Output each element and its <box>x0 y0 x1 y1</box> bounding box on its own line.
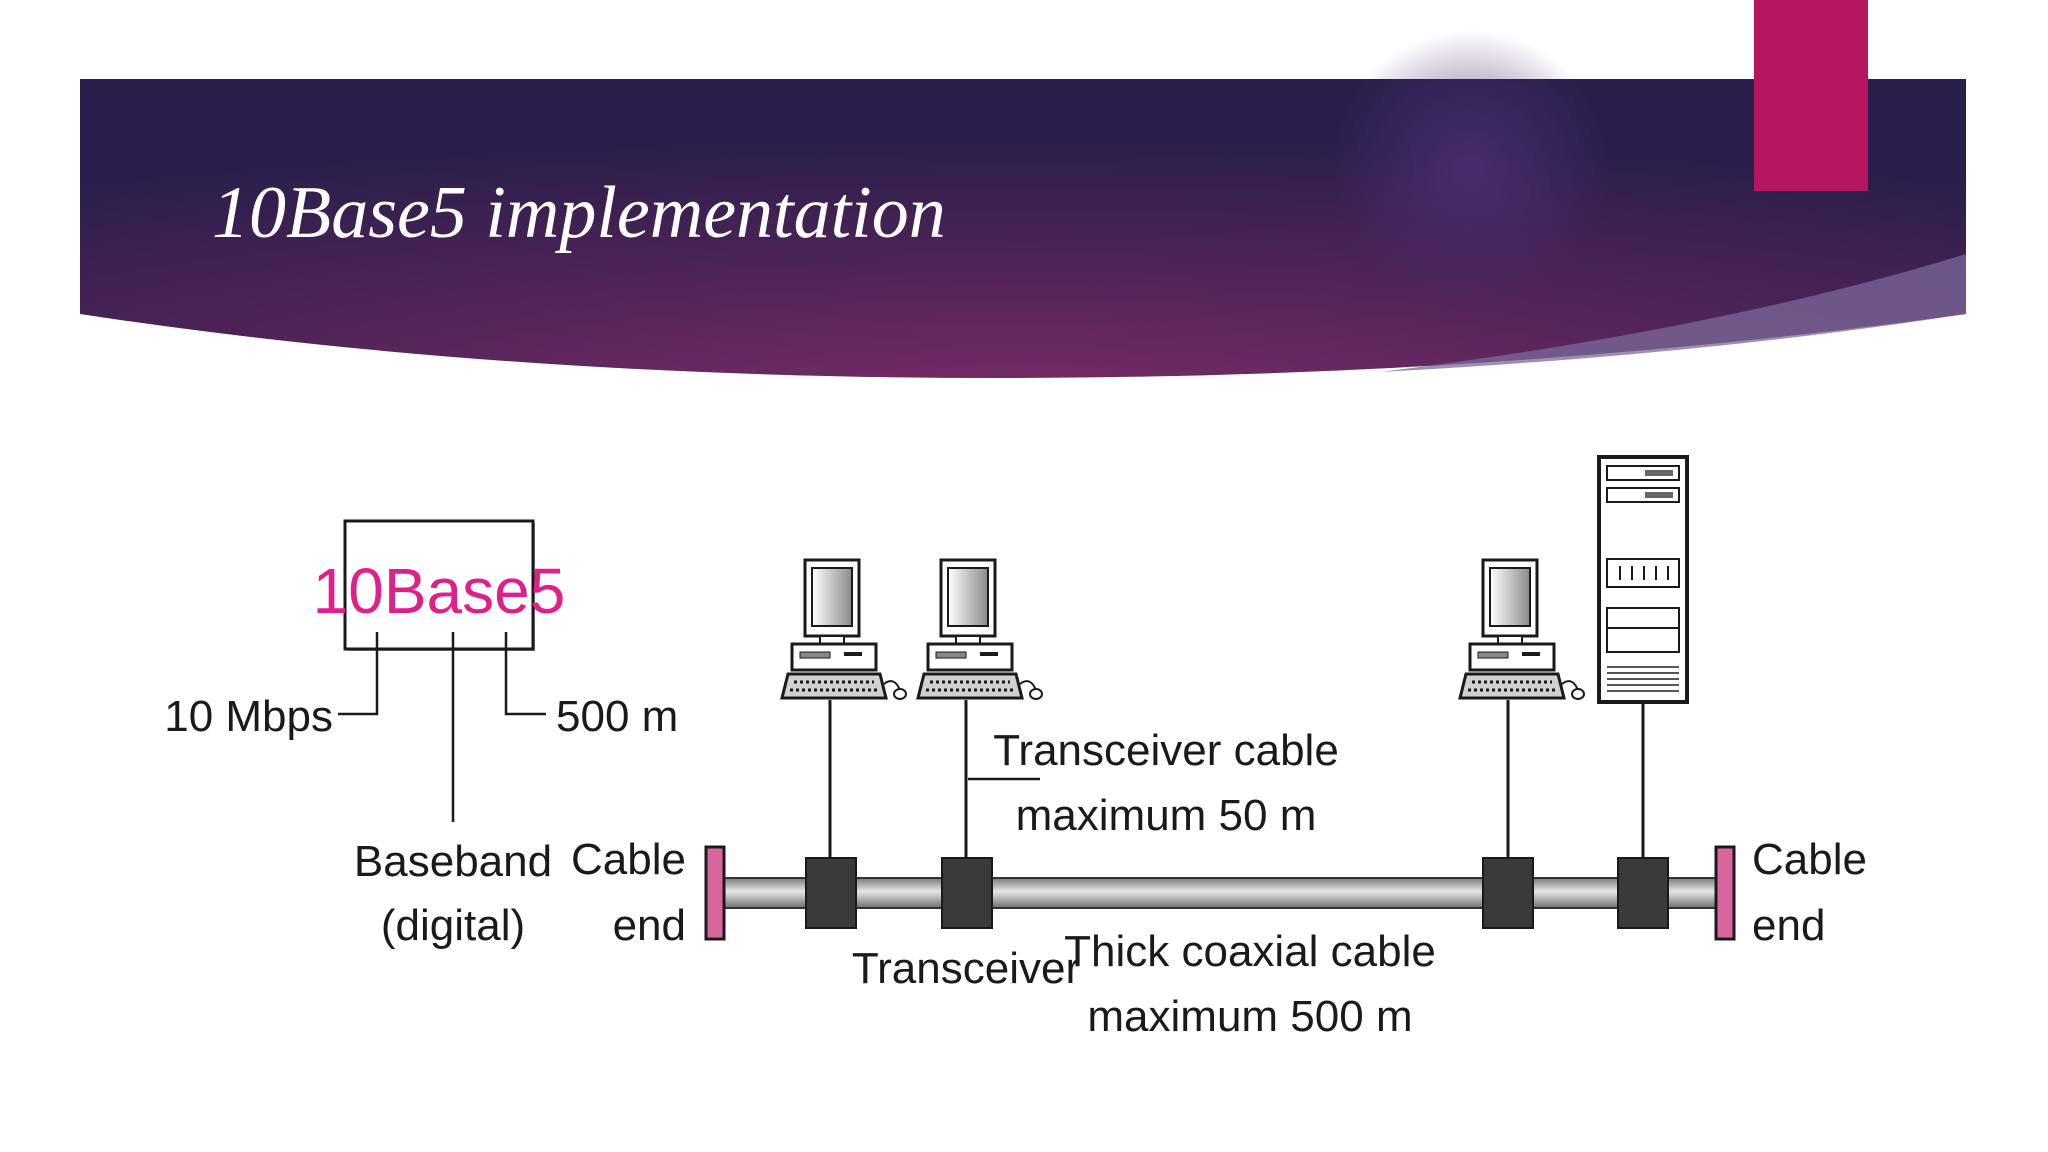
workstation-icon <box>780 558 907 700</box>
cable-end-left-line2: end <box>613 901 686 950</box>
thick-coax-cable <box>719 877 1717 909</box>
thick-coax-label-line1: Thick coaxial cable <box>1064 927 1436 976</box>
transceiver-3 <box>1482 857 1534 929</box>
signal-label-line2: (digital) <box>381 901 525 950</box>
length-leader <box>504 632 546 716</box>
cable-end-right-line2: end <box>1752 901 1825 950</box>
workstation-icon <box>916 558 1043 700</box>
rate-leader <box>338 632 379 716</box>
accent-tab <box>1754 0 1868 191</box>
cable-end-right-line1: Cable <box>1752 835 1867 884</box>
transceivers <box>805 857 1669 929</box>
rate-label: 10 Mbps <box>164 692 333 741</box>
transceiver-cable-label-line1: Transceiver cable <box>993 726 1339 775</box>
transceiver-2 <box>941 857 993 929</box>
thick-coax-label-line2: maximum 500 m <box>1087 992 1412 1041</box>
transceiver-cable-label-line2: maximum 50 m <box>1016 791 1317 840</box>
length-label: 500 m <box>556 692 678 741</box>
cable-end-left <box>704 845 726 941</box>
legend-leader-lines <box>338 632 546 822</box>
transceiver-4 <box>1617 857 1669 929</box>
transceiver-label: Transceiver <box>852 944 1080 993</box>
slide-title: 10Base5 implementation <box>212 172 946 254</box>
brand-box-label: 10Base5 <box>313 555 566 627</box>
brand-box-frame <box>343 519 535 651</box>
transceiver-1 <box>805 857 857 929</box>
banner-swoosh <box>1380 254 1966 372</box>
server-tower-icon <box>1597 455 1689 704</box>
workstation-icon <box>1458 558 1585 700</box>
cable-end-left-line1: Cable <box>571 835 686 884</box>
brand-box: 10Base5 <box>313 519 566 651</box>
transceiver-cables <box>828 700 1645 860</box>
banner-glow <box>1330 30 1610 310</box>
cable-end-right <box>1714 845 1736 941</box>
signal-label-line1: Baseband <box>354 837 552 886</box>
